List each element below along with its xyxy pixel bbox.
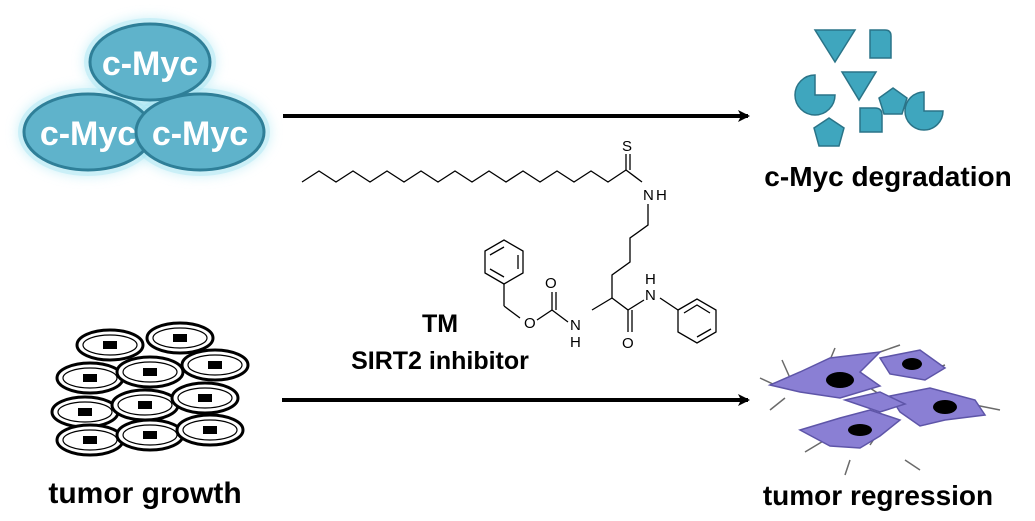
tumor-cell-membrane — [182, 419, 238, 441]
tumor-cell-membrane — [122, 361, 178, 383]
atom-n-thioamide: N — [643, 187, 654, 204]
tumor-cell-nucleus — [138, 401, 152, 409]
tumor-cell-nucleus — [198, 394, 212, 402]
myc-protein-left: c-Myc — [22, 92, 154, 172]
atom-sulfur: S — [622, 138, 632, 155]
tumor-cell-membrane — [82, 334, 138, 356]
label-tumor-regression: tumor regression — [763, 480, 993, 511]
atom-oxygen-ether: O — [524, 315, 536, 332]
tumor-cell-membrane — [57, 401, 113, 423]
tumor-cell-nucleus — [143, 431, 157, 439]
tumor-cell-nucleus — [173, 334, 187, 342]
tumor-cell-membrane — [152, 327, 208, 349]
myc-cluster-icon: c-Myc c-Myc c-Myc — [18, 18, 270, 176]
label-degradation: c-Myc degradation — [764, 161, 1011, 192]
myc-protein-right: c-Myc — [134, 92, 266, 172]
alkyl-chain — [301, 169, 627, 183]
tumor-cell-membrane — [117, 394, 173, 416]
tumor-cell-nucleus — [208, 361, 222, 369]
atom-h-thioamide: H — [656, 187, 667, 204]
myc-label-left: c-Myc — [40, 115, 136, 153]
tumor-cell-nucleus — [203, 426, 217, 434]
tumor-cell-membrane — [187, 354, 243, 376]
label-tumor-growth: tumor growth — [48, 477, 241, 510]
atom-oxygen-amide: O — [622, 335, 634, 352]
tumor-cell-nucleus — [103, 341, 117, 349]
tumor-cell-nucleus — [143, 368, 157, 376]
atom-h-amide: H — [645, 271, 656, 288]
atom-h-carbamate: H — [570, 334, 581, 351]
regressed-cells-icon — [759, 344, 1001, 476]
tumor-cell-membrane — [62, 367, 118, 389]
degraded-fragments-icon — [794, 29, 944, 147]
compound-name: TM — [422, 310, 458, 338]
tumor-cell-nucleus — [78, 408, 92, 416]
compound-role: SIRT2 inhibitor — [351, 347, 529, 375]
myc-label-right: c-Myc — [152, 115, 248, 153]
myc-protein-top: c-Myc — [88, 22, 212, 102]
tumor-cell-membrane — [177, 387, 233, 409]
myc-label-top: c-Myc — [102, 45, 198, 83]
tumor-cell-nucleus — [83, 436, 97, 444]
tumor-cell-nucleus — [83, 374, 97, 382]
atom-n-carbamate: N — [570, 317, 581, 334]
atom-oxygen-carbamate: O — [545, 275, 557, 292]
atom-n-amide: N — [645, 287, 656, 304]
tm-structure: S N H O N H N H O O — [301, 138, 717, 352]
tumor-cells-icon — [50, 321, 250, 457]
